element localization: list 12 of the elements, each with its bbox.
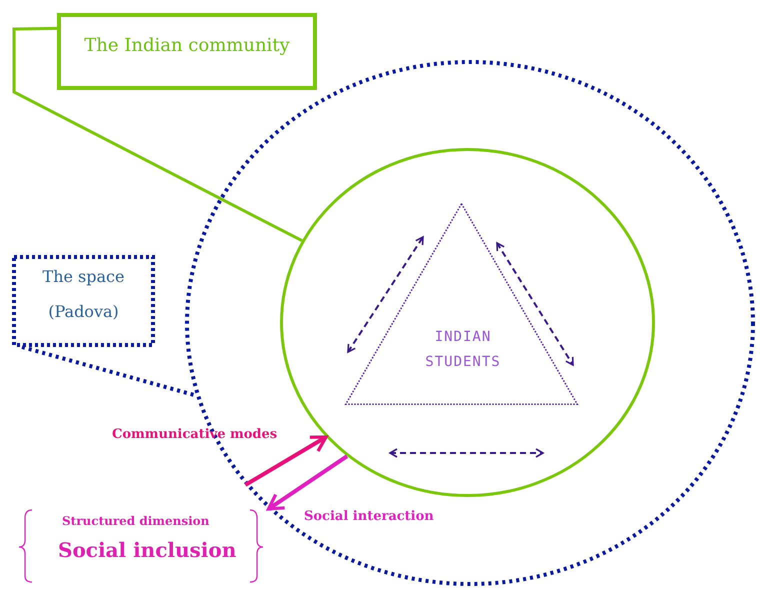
heading: Social inclusion	[58, 538, 236, 562]
leader-line	[21, 345, 197, 398]
callout-subtitle: (Padova)	[48, 302, 119, 321]
callout-title: The Indian community	[84, 35, 290, 56]
edge-label: Social interaction	[304, 509, 434, 524]
callout-title: The space	[42, 267, 124, 286]
arrow	[266, 454, 348, 511]
edge-label: Communicative modes	[112, 427, 278, 442]
subheading: Structured dimension	[62, 514, 210, 528]
node-label: INDIAN STUDENTS	[424, 328, 502, 372]
arrow	[244, 435, 328, 487]
leader-line	[12, 26, 303, 242]
